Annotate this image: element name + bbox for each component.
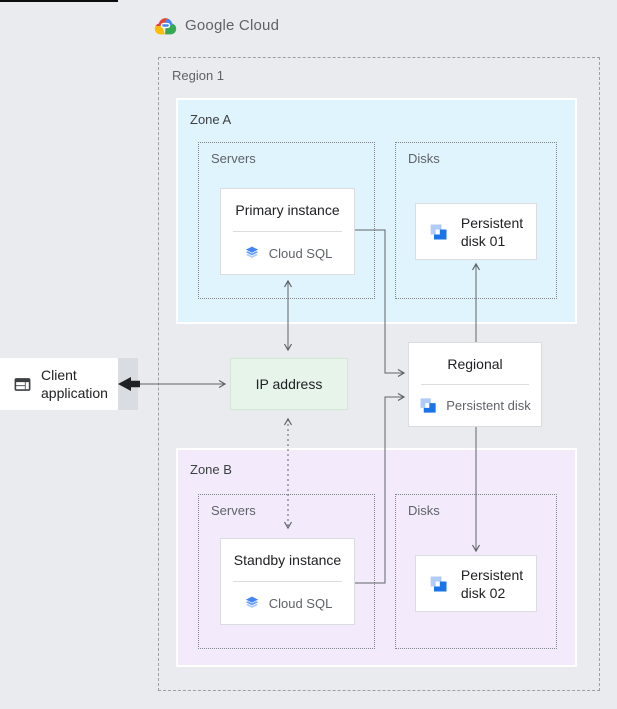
google-cloud-logo-icon: [154, 18, 177, 35]
zone-b-servers-label: Servers: [211, 503, 256, 518]
regional-persistent-disk-card: Regional Persistent disk: [408, 342, 542, 427]
top-divider-line: [0, 0, 118, 2]
client-application-label: Client application: [41, 367, 108, 401]
zone-b-label: Zone B: [190, 462, 232, 477]
standby-instance-product-row: Cloud SQL: [221, 582, 354, 624]
client-application-icon: [14, 377, 31, 391]
primary-instance-product-row: Cloud SQL: [221, 232, 354, 274]
zone-a-label: Zone A: [190, 112, 232, 127]
primary-instance-card: Primary instance Cloud SQL: [220, 188, 355, 275]
standby-instance-card: Standby instance Cloud SQL: [220, 538, 355, 625]
zone-a-disks-label: Disks: [408, 151, 440, 166]
zone-b-disks-label: Disks: [408, 503, 440, 518]
card-divider: [233, 231, 342, 232]
persistent-disk-02-label: Persistent disk 02: [460, 566, 524, 601]
cloud-sql-icon: [244, 245, 260, 259]
primary-instance-title: Primary instance: [235, 202, 340, 218]
regional-disk-product-row: Persistent disk: [409, 385, 541, 426]
persistent-disk-01-label: Persistent disk 01: [460, 214, 524, 249]
standby-instance-title: Standby instance: [233, 552, 342, 568]
zone-a-servers-label: Servers: [211, 151, 256, 166]
client-application-card: Client application: [0, 358, 118, 410]
persistent-disk-icon: [420, 398, 436, 413]
card-divider: [233, 581, 342, 582]
persistent-disk-icon: [430, 224, 447, 239]
google-cloud-logo: Google Cloud: [154, 16, 279, 35]
standby-instance-product-label: Cloud SQL: [268, 595, 333, 611]
regional-disk-title: Regional: [447, 355, 503, 372]
cloud-sql-icon: [244, 595, 260, 609]
primary-instance-product-label: Cloud SQL: [268, 245, 333, 261]
logo-text: Google Cloud: [185, 17, 280, 34]
region-1-label: Region 1: [172, 68, 225, 83]
card-divider: [421, 384, 529, 385]
region-1-box: [158, 57, 600, 691]
regional-disk-subtitle: Persistent disk: [446, 398, 531, 413]
persistent-disk-icon: [430, 576, 447, 591]
ip-address-box: IP address: [230, 358, 348, 410]
persistent-disk-02-card: Persistent disk 02: [415, 555, 537, 612]
persistent-disk-01-card: Persistent disk 01: [415, 203, 537, 260]
client-shadow-block: [118, 358, 138, 410]
ip-address-label: IP address: [255, 376, 323, 392]
